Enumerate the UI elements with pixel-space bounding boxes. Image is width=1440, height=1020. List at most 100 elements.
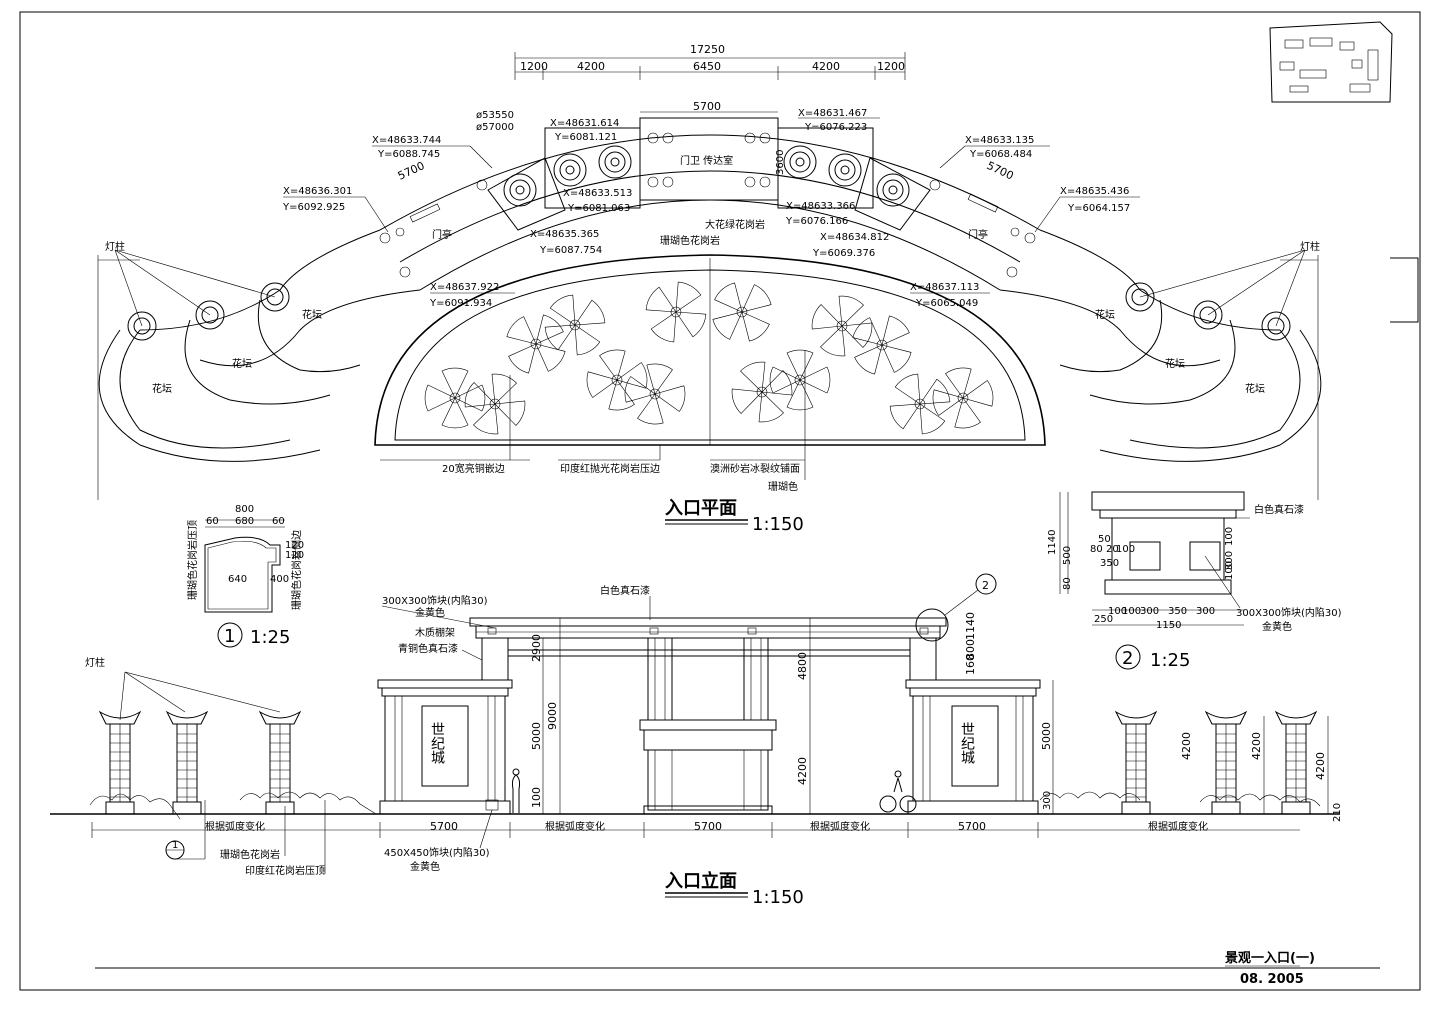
d2-h500: 500 xyxy=(1062,546,1073,565)
plan-flowerbed-2: 花坛 xyxy=(232,357,252,370)
plan-pavilion-right: 门亭 xyxy=(968,228,988,241)
elev-tile-top: 300X300饰块(内陷30) xyxy=(382,594,488,607)
plan-indian-red: 印度红抛光花岗岩压边 xyxy=(560,462,660,475)
plan-flowerbed-4: 花坛 xyxy=(1095,308,1115,321)
elev-gold-bottom: 金黄色 xyxy=(410,860,440,873)
plan-sandstone: 澳洲砂岩冰裂纹铺面 xyxy=(710,462,800,475)
d2-b4: 300 xyxy=(1140,606,1159,617)
d2-v80: 80 xyxy=(1090,544,1103,555)
detail2-scale: 1:25 xyxy=(1150,650,1190,671)
dim-seg-4: 4200 xyxy=(812,60,840,73)
coord-4y: Y=6068.484 xyxy=(969,149,1032,160)
dim-left-arc: 5700 xyxy=(396,159,427,183)
coord-2: X=48631.614 xyxy=(550,118,619,129)
d2-label-top: 白色真石漆 xyxy=(1254,503,1304,516)
lamp-column xyxy=(165,710,209,815)
plan-flowerbed-6: 花坛 xyxy=(1245,382,1265,395)
coord-5y: Y=6092.925 xyxy=(282,202,345,213)
sheet-date: 08. 2005 xyxy=(1240,972,1304,987)
fan-flower xyxy=(889,373,951,435)
plan-guard-room: 门卫 传达室 xyxy=(680,154,733,167)
elev-vary-2: 根据弧度变化 xyxy=(545,820,605,833)
lamp-column xyxy=(1114,710,1158,815)
coord-2y: Y=6081.121 xyxy=(554,132,617,143)
elev-indian-cap: 印度红花岗岩压顶 xyxy=(245,864,325,877)
elev-lamp-h1: 4200 xyxy=(1180,732,1193,760)
detail-mark: 2 xyxy=(982,579,989,592)
fan-flower xyxy=(811,295,873,357)
d2-r1: 100 xyxy=(1224,527,1235,546)
d1-winner: 680 xyxy=(235,516,254,527)
d2-b5: 350 xyxy=(1168,606,1187,617)
lamp-columns xyxy=(98,710,1318,815)
dim-seg-3: 6450 xyxy=(693,60,721,73)
d1-h3: 120 xyxy=(285,550,304,561)
elev-span-1: 5700 xyxy=(430,820,458,833)
elev-ground: 210 xyxy=(1332,803,1343,822)
d2-r3: 100 xyxy=(1224,561,1235,580)
elev-h-base: 100 xyxy=(530,787,543,808)
coord-12: X=48637.113 xyxy=(910,282,979,293)
dim-right-arc: 5700 xyxy=(985,159,1016,183)
elev-vary-4: 根据弧度变化 xyxy=(1148,820,1208,833)
coord-1: X=48633.744 xyxy=(372,135,441,146)
coord-8: X=48635.436 xyxy=(1060,186,1129,197)
dim-r1: ø53550 xyxy=(476,110,514,121)
coord-9y: Y=6087.754 xyxy=(539,245,602,256)
dim-total: 17250 xyxy=(690,43,725,56)
sign-right: 世纪城 xyxy=(959,722,975,765)
d2-b3: 100 xyxy=(1122,606,1141,617)
elev-lamp-label: 灯柱 xyxy=(85,656,105,669)
elevation-view: 灯柱 世纪城 世纪城 xyxy=(50,573,1343,908)
elev-h-800: 800 xyxy=(964,639,977,660)
elev-bronze-paint: 青铜色真石漆 xyxy=(398,642,458,655)
d1-d1: 60 xyxy=(206,516,219,527)
d2-w350: 350 xyxy=(1100,558,1119,569)
coord-7: X=48633.366 xyxy=(786,201,855,212)
elev-h-right-top: 4800 xyxy=(796,652,809,680)
elev-h-lower: 5000 xyxy=(530,722,543,750)
dim-r2: ø57000 xyxy=(476,122,514,133)
d1-d2: 60 xyxy=(272,516,285,527)
dim-seg-5: 1200 xyxy=(877,60,905,73)
fan-flower xyxy=(769,349,831,411)
d2-h1140: 1140 xyxy=(1047,530,1058,555)
coord-11: X=48637.922 xyxy=(430,282,499,293)
fan-flower xyxy=(506,314,566,374)
detail-1: 800 60 680 60 640 400 120 120 珊瑚色花岗岩压顶 珊… xyxy=(186,504,304,648)
coord-5: X=48636.301 xyxy=(283,186,352,197)
sheet-border xyxy=(19,11,1421,991)
key-plan xyxy=(1269,21,1393,103)
lamp-column xyxy=(98,710,142,815)
elev-gold-top: 金黄色 xyxy=(415,606,445,619)
plan-lamp-right: 灯柱 xyxy=(1300,240,1320,253)
coord-6y: Y=6081.063 xyxy=(567,203,630,214)
fan-flower xyxy=(932,367,994,429)
plan-coral-color: 珊瑚色 xyxy=(768,480,798,493)
d2-b2: 100 xyxy=(1108,606,1127,617)
detail1-num: 1 xyxy=(224,626,235,647)
elev-span-2: 5700 xyxy=(694,820,722,833)
elev-white-paint: 白色真石漆 xyxy=(600,584,650,597)
d2-label-tile: 300X300饰块(内陷30) xyxy=(1236,606,1342,619)
elev-lamp-h3: 4200 xyxy=(1314,752,1327,780)
elev-lamp-h2: 4200 xyxy=(1250,732,1263,760)
coord-4: X=48633.135 xyxy=(965,135,1034,146)
d2-b1: 250 xyxy=(1094,614,1113,625)
d1-w: 800 xyxy=(235,504,254,515)
elev-wood-frame: 木质棚架 xyxy=(415,626,455,639)
detail2-num: 2 xyxy=(1122,648,1133,669)
fan-flower xyxy=(852,315,912,375)
elev-h-wall: 5000 xyxy=(1040,722,1053,750)
elev-h-300: 300 xyxy=(1042,791,1053,810)
plan-lamp-left: 灯柱 xyxy=(105,240,125,253)
plan-granite-big: 大花绿花岗岩 xyxy=(705,218,765,231)
elev-title: 入口立面 xyxy=(665,870,737,892)
fan-flower xyxy=(645,281,707,343)
coord-9: X=48635.365 xyxy=(530,229,599,240)
elev-h-right-low: 4200 xyxy=(796,757,809,785)
plan-coral-granite: 珊瑚色花岗岩 xyxy=(660,234,720,247)
d2-label-gold: 金黄色 xyxy=(1262,620,1292,633)
elev-h-top: 2900 xyxy=(530,634,543,662)
